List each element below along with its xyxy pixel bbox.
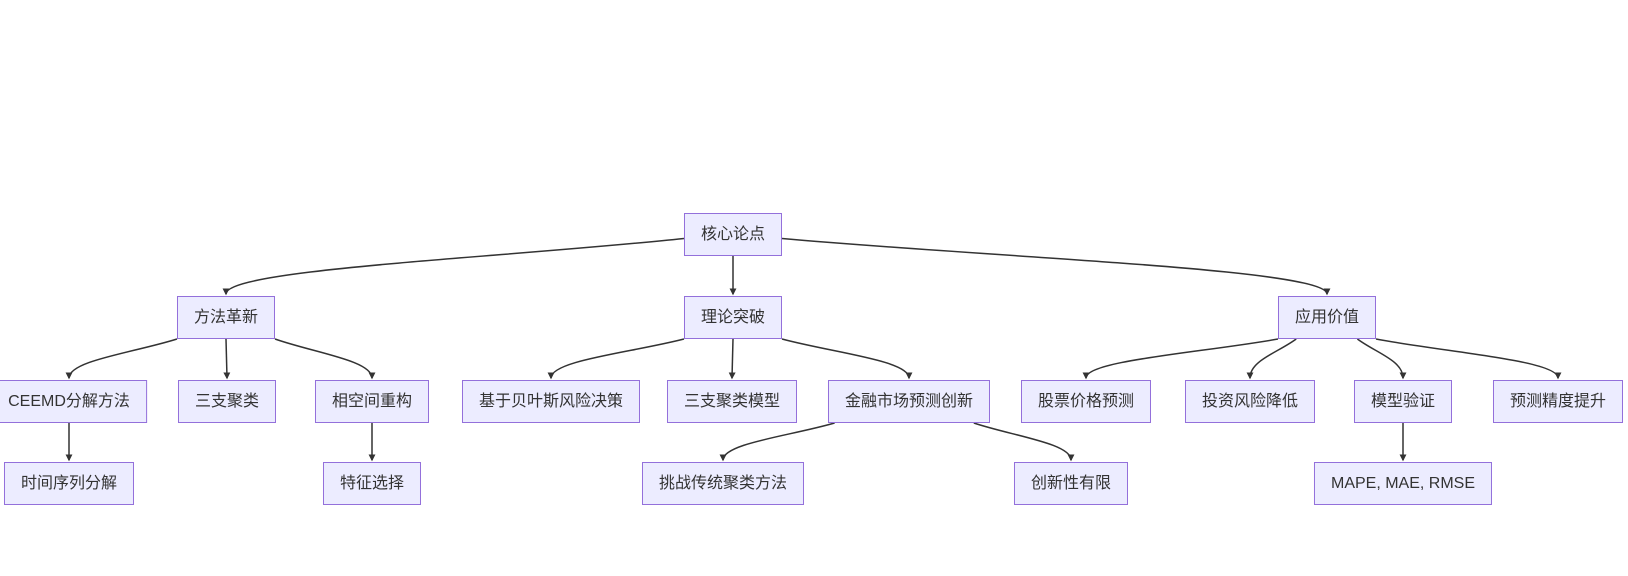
- edge-fininnov-to-challenge: [719, 422, 835, 462]
- edge-application-to-accuracy: [1375, 338, 1562, 380]
- edge-core-to-method: [222, 237, 685, 296]
- edge-application-to-validation: [1356, 338, 1407, 380]
- edge-method-to-ceemd: [65, 338, 178, 380]
- edge-application-to-stock: [1082, 338, 1279, 380]
- edge-theory-to-fininnov: [781, 338, 913, 380]
- edge-theory-to-bayes: [547, 338, 685, 380]
- edge-core-to-application: [781, 237, 1331, 296]
- edge-fininnov-to-limited: [973, 422, 1075, 462]
- edge-method-to-threeway: [223, 338, 231, 380]
- edge-theory-to-twcmodel: [728, 338, 736, 380]
- edge-method-to-phasespace: [274, 338, 376, 380]
- edge-application-to-risk: [1246, 338, 1297, 380]
